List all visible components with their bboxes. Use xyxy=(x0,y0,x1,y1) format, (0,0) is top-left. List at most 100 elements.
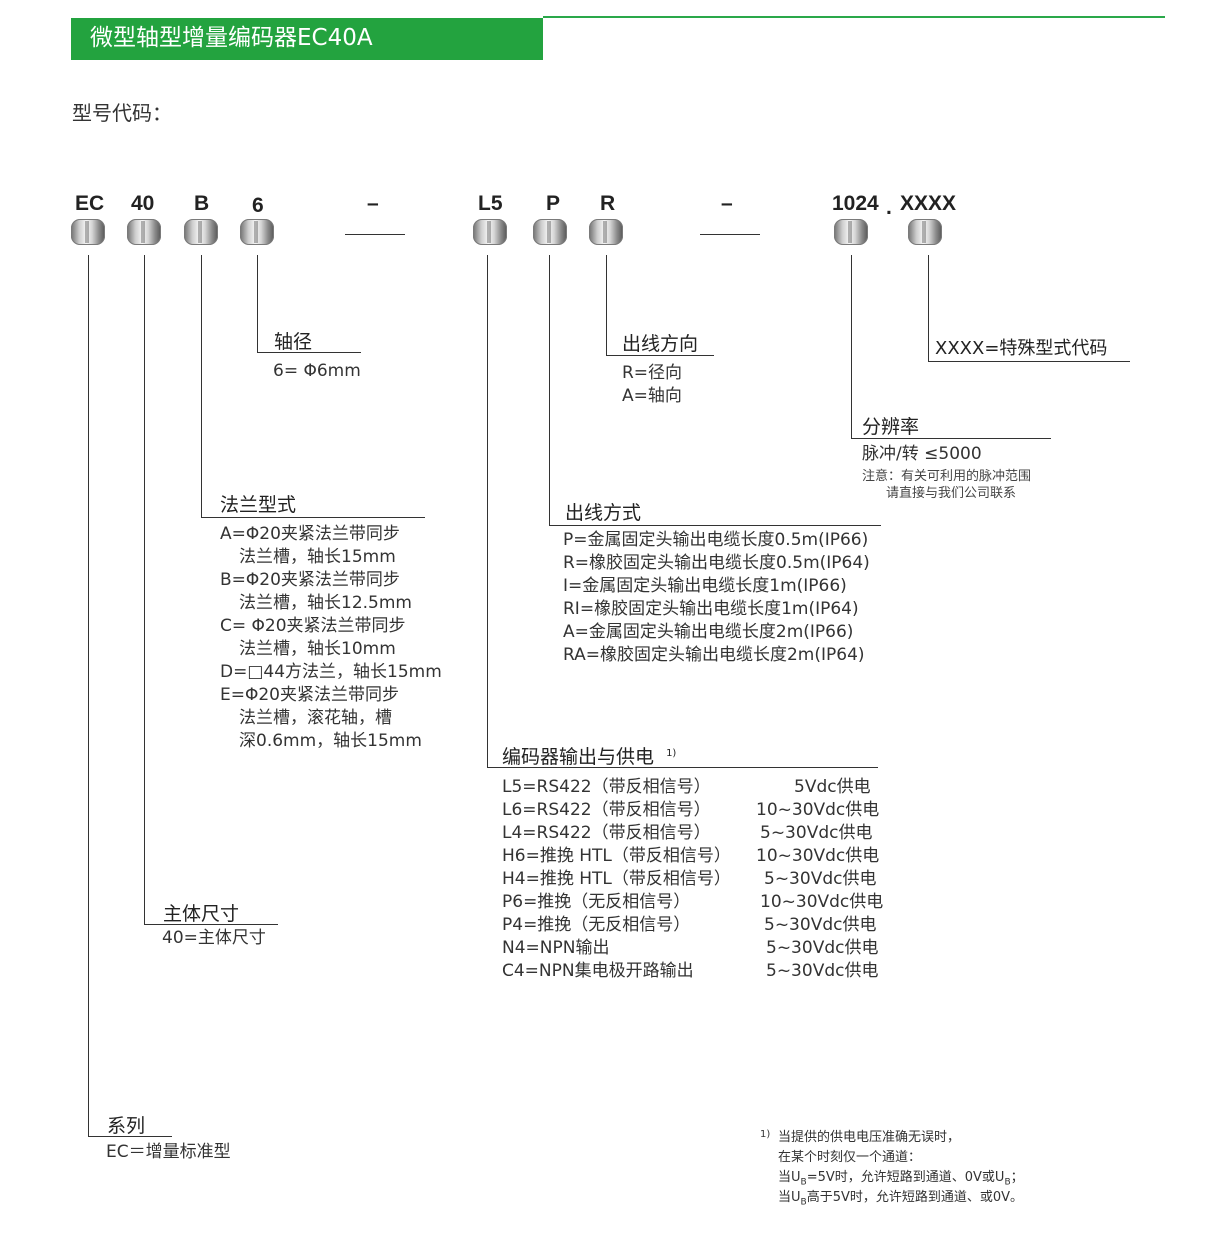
shaft-diameter-value: 6= Φ6mm xyxy=(273,361,361,381)
code-cable-type: P xyxy=(546,192,561,215)
header-rule xyxy=(543,16,1165,18)
connector-flange-rule xyxy=(201,517,425,518)
code-special: XXXX xyxy=(900,192,957,215)
footnote-text: 当U xyxy=(778,1190,801,1205)
output-supply: 5~30Vdc供电 xyxy=(764,915,877,935)
code-resolution: 1024 xyxy=(832,192,879,215)
flange-line: A=Φ20夹紧法兰带同步 xyxy=(220,524,400,544)
connector-resolution-rule xyxy=(851,438,1051,439)
footnote-line-3: 当UB=5V时，允许短路到通道、0V或UB； xyxy=(778,1168,1024,1193)
footnote-sub: B xyxy=(1004,1177,1011,1188)
connector-size-rule xyxy=(144,924,278,925)
footnote-line-4: 当UB高于5V时，允许短路到通道、或0V。 xyxy=(778,1188,1023,1213)
connector-series xyxy=(88,255,89,1136)
footnote-text: ； xyxy=(1010,1170,1024,1185)
cable-mode-line: RI=橡胶固定头输出电缆长度1m(IP64) xyxy=(563,599,859,619)
code-pill-series xyxy=(71,219,105,245)
connector-cable-dir xyxy=(606,255,607,355)
flange-line: B=Φ20夹紧法兰带同步 xyxy=(220,570,400,590)
connector-output-rule xyxy=(487,767,878,768)
connector-special-rule xyxy=(928,361,1130,362)
code-cable-dir: R xyxy=(600,192,616,215)
output-supply: 5~30Vdc供电 xyxy=(766,961,879,981)
code-dash-1: – xyxy=(367,192,379,215)
encoder-output-footnote-marker: 1) xyxy=(666,747,677,759)
cable-direction-heading: 出线方向 xyxy=(622,333,699,355)
flange-line: E=Φ20夹紧法兰带同步 xyxy=(220,685,399,705)
flange-line: 深0.6mm，轴长15mm xyxy=(239,731,422,751)
flange-line: C= Φ20夹紧法兰带同步 xyxy=(220,616,406,636)
flange-line: D=□44方法兰，轴长15mm xyxy=(220,662,442,682)
output-supply: 10~30Vdc供电 xyxy=(756,800,880,820)
cable-mode-line: A=金属固定头输出电缆长度2m(IP66) xyxy=(563,622,854,642)
cable-mode-line: RA=橡胶固定头输出电缆长度2m(IP64) xyxy=(563,645,865,665)
cable-mode-line: I=金属固定头输出电缆长度1m(IP66) xyxy=(563,576,847,596)
code-pill-special xyxy=(908,219,942,245)
output-code: L4=RS422（带反相信号） xyxy=(502,823,711,843)
code-dash-2: – xyxy=(721,192,733,215)
footnote-text: 高于5V时，允许短路到通道、或0V。 xyxy=(806,1190,1024,1205)
separator-line-1 xyxy=(345,234,405,235)
encoder-output-heading-text: 编码器输出与供电 xyxy=(502,746,655,768)
footnote-line-2: 在某个时刻仅一个通道： xyxy=(778,1150,922,1165)
output-code: L5=RS422（带反相信号） xyxy=(502,777,711,797)
code-pill-flange xyxy=(184,219,218,245)
connector-cable-type-rule xyxy=(549,525,881,526)
output-code: N4=NPN输出 xyxy=(502,938,610,958)
code-series: EC xyxy=(75,192,105,215)
output-row: C4=NPN集电极开路输出 5~30Vdc供电 xyxy=(502,956,892,981)
cable-mode-line: R=橡胶固定头输出电缆长度0.5m(IP64) xyxy=(563,553,870,573)
connector-flange xyxy=(201,255,202,517)
code-dot: . xyxy=(886,196,892,219)
connector-cable-type xyxy=(549,255,550,525)
resolution-note-2: 请直接与我们公司联系 xyxy=(886,486,1017,501)
connector-shaft-rule xyxy=(257,352,361,353)
series-value: EC＝增量标准型 xyxy=(106,1142,231,1162)
output-row: P6=推挽（无反相信号）10~30Vdc供电 xyxy=(502,887,892,912)
header-band xyxy=(71,18,543,60)
footnote-marker: 1) xyxy=(760,1129,771,1140)
output-row: L4=RS422（带反相信号） 5~30Vdc供电 xyxy=(502,818,892,843)
code-pill-size xyxy=(127,219,161,245)
connector-resolution xyxy=(851,255,852,438)
encoder-output-heading: 编码器输出与供电 1) xyxy=(502,742,676,769)
flange-line: 法兰槽，轴长10mm xyxy=(239,639,396,659)
output-row: L5=RS422（带反相信号） 5Vdc供电 xyxy=(502,772,892,797)
output-code: H4=推挽 HTL（带反相信号） xyxy=(502,869,731,889)
code-output: L5 xyxy=(478,192,503,215)
body-size-value: 40=主体尺寸 xyxy=(162,928,266,948)
code-pill-cable-type xyxy=(533,219,567,245)
cable-mode-heading: 出线方式 xyxy=(565,502,642,524)
body-size-heading: 主体尺寸 xyxy=(163,903,240,925)
footnote-sub: B xyxy=(800,1197,807,1208)
output-code: H6=推挽 HTL（带反相信号） xyxy=(502,846,731,866)
flange-type-list: A=Φ20夹紧法兰带同步 法兰槽，轴长15mm B=Φ20夹紧法兰带同步 法兰槽… xyxy=(220,523,442,753)
output-row: H6=推挽 HTL（带反相信号） 10~30Vdc供电 xyxy=(502,841,892,866)
footnote-text: =5V时，允许短路到通道、0V或U xyxy=(806,1170,1005,1185)
output-row: H4=推挽 HTL（带反相信号） 5~30Vdc供电 xyxy=(502,864,892,889)
flange-line: 法兰槽，滚花轴，槽 xyxy=(239,708,392,728)
shaft-diameter-heading: 轴径 xyxy=(274,331,313,353)
flange-line: 法兰槽，轴长15mm xyxy=(239,547,396,567)
connector-cable-dir-rule xyxy=(606,355,714,356)
series-heading: 系列 xyxy=(107,1115,146,1137)
connector-series-rule xyxy=(88,1136,172,1137)
resolution-note-1: 注意：有关可利用的脉冲范围 xyxy=(862,469,1032,484)
code-pill-output xyxy=(473,219,507,245)
output-supply: 10~30Vdc供电 xyxy=(760,892,884,912)
separator-line-2 xyxy=(700,234,760,235)
output-code: C4=NPN集电极开路输出 xyxy=(502,961,694,981)
output-row: N4=NPN输出 5~30Vdc供电 xyxy=(502,933,892,958)
connector-output xyxy=(487,255,488,767)
page-title: 微型轴型增量编码器EC40A xyxy=(90,25,373,51)
connector-shaft xyxy=(257,255,258,352)
code-size: 40 xyxy=(131,192,155,215)
code-pill-cable-dir xyxy=(589,219,623,245)
output-supply: 5~30Vdc供电 xyxy=(760,823,873,843)
output-supply: 5Vdc供电 xyxy=(794,777,871,797)
output-supply: 5~30Vdc供电 xyxy=(764,869,877,889)
output-supply: 5~30Vdc供电 xyxy=(766,938,879,958)
connector-size xyxy=(144,255,145,924)
output-supply: 10~30Vdc供电 xyxy=(756,846,880,866)
cable-direction-radial: R=径向 xyxy=(622,363,683,383)
